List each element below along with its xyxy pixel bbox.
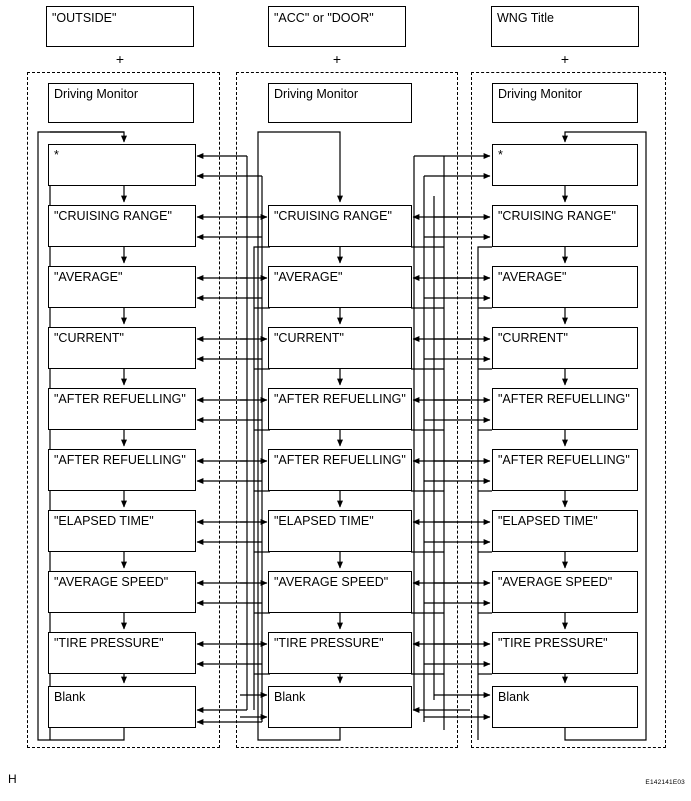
title-box-outside-label: "OUTSIDE" <box>52 11 117 25</box>
plus-symbol-middle: + <box>332 51 342 67</box>
middle-item-0: "CRUISING RANGE" <box>268 205 412 247</box>
left-item-1-label: "CRUISING RANGE" <box>54 209 172 223</box>
middle-item-5: "ELAPSED TIME" <box>268 510 412 552</box>
right-item-0: * <box>492 144 638 186</box>
middle-item-4-label: "AFTER REFUELLING" <box>274 453 406 467</box>
middle-item-4: "AFTER REFUELLING" <box>268 449 412 491</box>
right-item-7-label: "AVERAGE SPEED" <box>498 575 613 589</box>
right-item-5-label: "AFTER REFUELLING" <box>498 453 630 467</box>
dashed-container-right <box>471 72 666 748</box>
middle-driving-monitor-label: Driving Monitor <box>274 87 359 101</box>
middle-item-7-label: "TIRE PRESSURE" <box>274 636 384 650</box>
right-item-5: "AFTER REFUELLING" <box>492 449 638 491</box>
left-item-4-label: "AFTER REFUELLING" <box>54 392 186 406</box>
left-item-7: "AVERAGE SPEED" <box>48 571 196 613</box>
left-item-0-label: * <box>54 148 59 162</box>
right-item-3: "CURRENT" <box>492 327 638 369</box>
left-item-4: "AFTER REFUELLING" <box>48 388 196 430</box>
right-item-8-label: "TIRE PRESSURE" <box>498 636 608 650</box>
middle-item-2: "CURRENT" <box>268 327 412 369</box>
title-box-acc-door-label: "ACC" or "DOOR" <box>274 11 374 25</box>
right-item-1-label: "CRUISING RANGE" <box>498 209 616 223</box>
title-box-outside: "OUTSIDE" <box>46 6 194 47</box>
right-item-2-label: "AVERAGE" <box>498 270 567 284</box>
right-item-1: "CRUISING RANGE" <box>492 205 638 247</box>
left-item-2-label: "AVERAGE" <box>54 270 123 284</box>
right-item-9: Blank <box>492 686 638 728</box>
left-driving-monitor-box: Driving Monitor <box>48 83 194 123</box>
middle-item-2-label: "CURRENT" <box>274 331 344 345</box>
middle-driving-monitor-box: Driving Monitor <box>268 83 412 123</box>
title-box-wng-title: WNG Title <box>491 6 639 47</box>
right-item-2: "AVERAGE" <box>492 266 638 308</box>
middle-item-3: "AFTER REFUELLING" <box>268 388 412 430</box>
left-item-6: "ELAPSED TIME" <box>48 510 196 552</box>
middle-item-8-label: Blank <box>274 690 306 704</box>
left-item-0: * <box>48 144 196 186</box>
left-driving-monitor-label: Driving Monitor <box>54 87 139 101</box>
right-item-3-label: "CURRENT" <box>498 331 568 345</box>
left-item-1: "CRUISING RANGE" <box>48 205 196 247</box>
right-driving-monitor-box: Driving Monitor <box>492 83 638 123</box>
right-item-9-label: Blank <box>498 690 530 704</box>
right-item-6: "ELAPSED TIME" <box>492 510 638 552</box>
middle-item-3-label: "AFTER REFUELLING" <box>274 392 406 406</box>
left-item-7-label: "AVERAGE SPEED" <box>54 575 169 589</box>
middle-item-6-label: "AVERAGE SPEED" <box>274 575 389 589</box>
left-item-3: "CURRENT" <box>48 327 196 369</box>
left-item-2: "AVERAGE" <box>48 266 196 308</box>
left-item-6-label: "ELAPSED TIME" <box>54 514 154 528</box>
right-item-8: "TIRE PRESSURE" <box>492 632 638 674</box>
middle-item-1-label: "AVERAGE" <box>274 270 343 284</box>
left-item-3-label: "CURRENT" <box>54 331 124 345</box>
right-item-7: "AVERAGE SPEED" <box>492 571 638 613</box>
right-item-4-label: "AFTER REFUELLING" <box>498 392 630 406</box>
title-box-wng-title-label: WNG Title <box>497 11 554 25</box>
left-item-9-label: Blank <box>54 690 86 704</box>
dashed-container-middle <box>236 72 458 748</box>
plus-symbol-right: + <box>560 51 570 67</box>
left-item-8-label: "TIRE PRESSURE" <box>54 636 164 650</box>
right-item-4: "AFTER REFUELLING" <box>492 388 638 430</box>
middle-item-5-label: "ELAPSED TIME" <box>274 514 374 528</box>
middle-item-0-label: "CRUISING RANGE" <box>274 209 392 223</box>
right-item-6-label: "ELAPSED TIME" <box>498 514 598 528</box>
middle-item-8: Blank <box>268 686 412 728</box>
left-item-5: "AFTER REFUELLING" <box>48 449 196 491</box>
right-driving-monitor-label: Driving Monitor <box>498 87 583 101</box>
middle-item-6: "AVERAGE SPEED" <box>268 571 412 613</box>
title-box-acc-door: "ACC" or "DOOR" <box>268 6 406 47</box>
figure-code: E142141E03 <box>645 779 685 786</box>
page-marker: H <box>8 772 17 786</box>
plus-symbol-left: + <box>115 51 125 67</box>
middle-item-7: "TIRE PRESSURE" <box>268 632 412 674</box>
left-item-5-label: "AFTER REFUELLING" <box>54 453 186 467</box>
right-item-0-label: * <box>498 148 503 162</box>
left-item-9: Blank <box>48 686 196 728</box>
dashed-container-left <box>27 72 220 748</box>
left-item-8: "TIRE PRESSURE" <box>48 632 196 674</box>
middle-item-1: "AVERAGE" <box>268 266 412 308</box>
